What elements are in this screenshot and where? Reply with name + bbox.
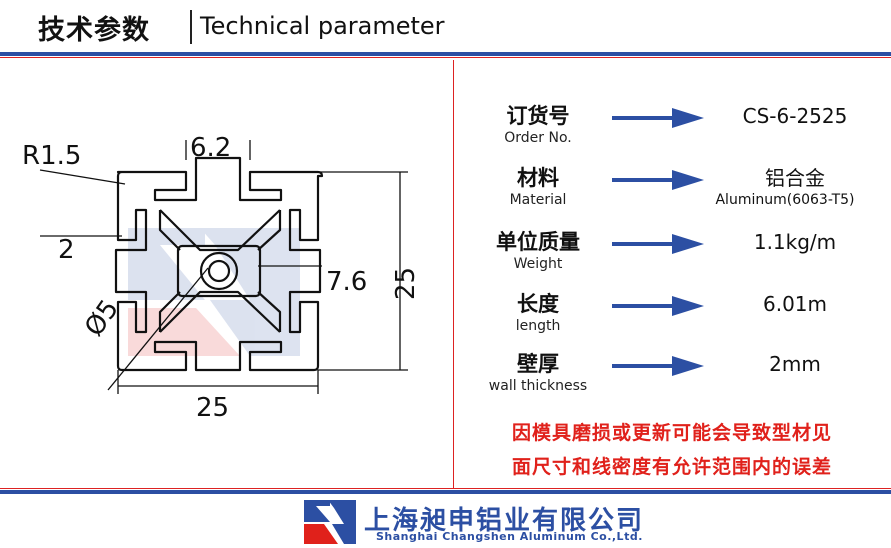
arrow-right-icon	[612, 108, 704, 128]
spec-label-en: Material	[509, 192, 567, 208]
spec-length: 长度 length 6.01m	[470, 288, 880, 344]
dim-width: 25	[196, 393, 229, 423]
dim-wall: 2	[58, 235, 75, 265]
spec-label-cn: 订货号	[506, 104, 570, 128]
spec-label-en: length	[515, 318, 561, 334]
note-line-2: 面尺寸和线密度有允许范围内的误差	[511, 456, 832, 478]
spec-value: 1.1kg/m	[753, 230, 837, 254]
spec-weight: 单位质量 Weight 1.1kg/m	[470, 226, 880, 282]
spec-value: CS-6-2525	[742, 104, 848, 128]
title-separator	[190, 10, 192, 44]
spec-label-en: Weight	[513, 256, 563, 272]
dimension-lines	[39, 140, 408, 394]
dim-height: 25	[391, 267, 421, 300]
spec-order-no: 订货号 Order No. CS-6-2525	[470, 100, 880, 156]
dim-slot: 6.2	[190, 133, 231, 163]
spec-label-cn: 长度	[517, 292, 559, 316]
spec-value: 2mm	[769, 352, 821, 376]
header: 技术参数 Technical parameter	[0, 0, 891, 52]
dim-radius: R1.5	[22, 141, 81, 171]
dim-inner: 7.6	[326, 267, 367, 297]
company-logo-icon	[304, 500, 356, 544]
company-name-cn: 上海昶申铝业有限公司	[364, 506, 645, 536]
spec-value: 6.01m	[762, 292, 827, 316]
spec-material: 材料 Material 铝合金 Aluminum(6063-T5)	[470, 162, 880, 218]
top-rule-red	[0, 57, 891, 58]
spec-label-cn: 单位质量	[496, 230, 580, 254]
profile-drawing: R1.5 6.2 2 7.6 Ø5 25 25	[22, 133, 421, 423]
spec-label-en: wall thickness	[488, 378, 588, 394]
spec-value: 铝合金	[765, 166, 825, 190]
spec-label-en: Order No.	[504, 130, 572, 146]
spec-label-cn: 壁厚	[517, 352, 559, 376]
arrow-right-icon	[612, 356, 704, 376]
spec-label-cn: 材料	[517, 166, 559, 190]
top-rule	[0, 52, 891, 56]
spec-wall-thickness: 壁厚 wall thickness 2mm	[470, 348, 880, 404]
bottom-rule	[0, 490, 891, 494]
note-line-1: 因模具磨损或更新可能会导致型材见	[511, 422, 832, 444]
title-en: Technical parameter	[200, 12, 445, 40]
spec-value-secondary: Aluminum(6063-T5)	[715, 192, 855, 208]
panel-divider	[453, 60, 454, 488]
bottom-rule-red	[0, 488, 891, 489]
company-name-en: Shanghai Changshen Aluminum Co.,Ltd.	[376, 530, 643, 543]
arrow-right-icon	[612, 170, 704, 190]
arrow-right-icon	[612, 234, 704, 254]
title-cn: 技术参数	[38, 15, 150, 46]
arrow-right-icon	[612, 296, 704, 316]
